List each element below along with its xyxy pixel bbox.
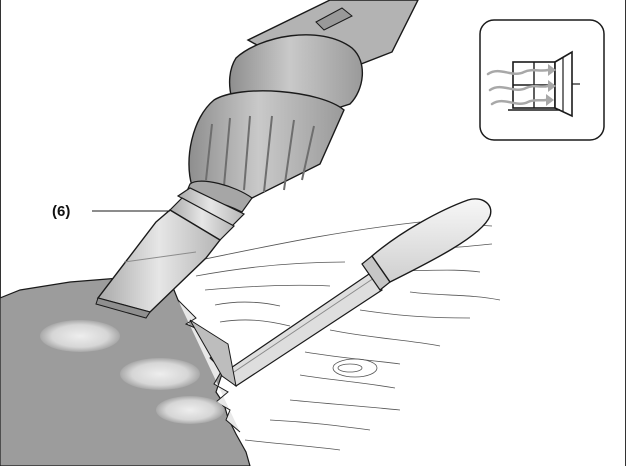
wood-surface: [190, 222, 500, 450]
window-ventilation-icon: [480, 20, 604, 140]
scraper: [190, 199, 491, 386]
nozzle-callout-label: (6): [52, 204, 70, 219]
